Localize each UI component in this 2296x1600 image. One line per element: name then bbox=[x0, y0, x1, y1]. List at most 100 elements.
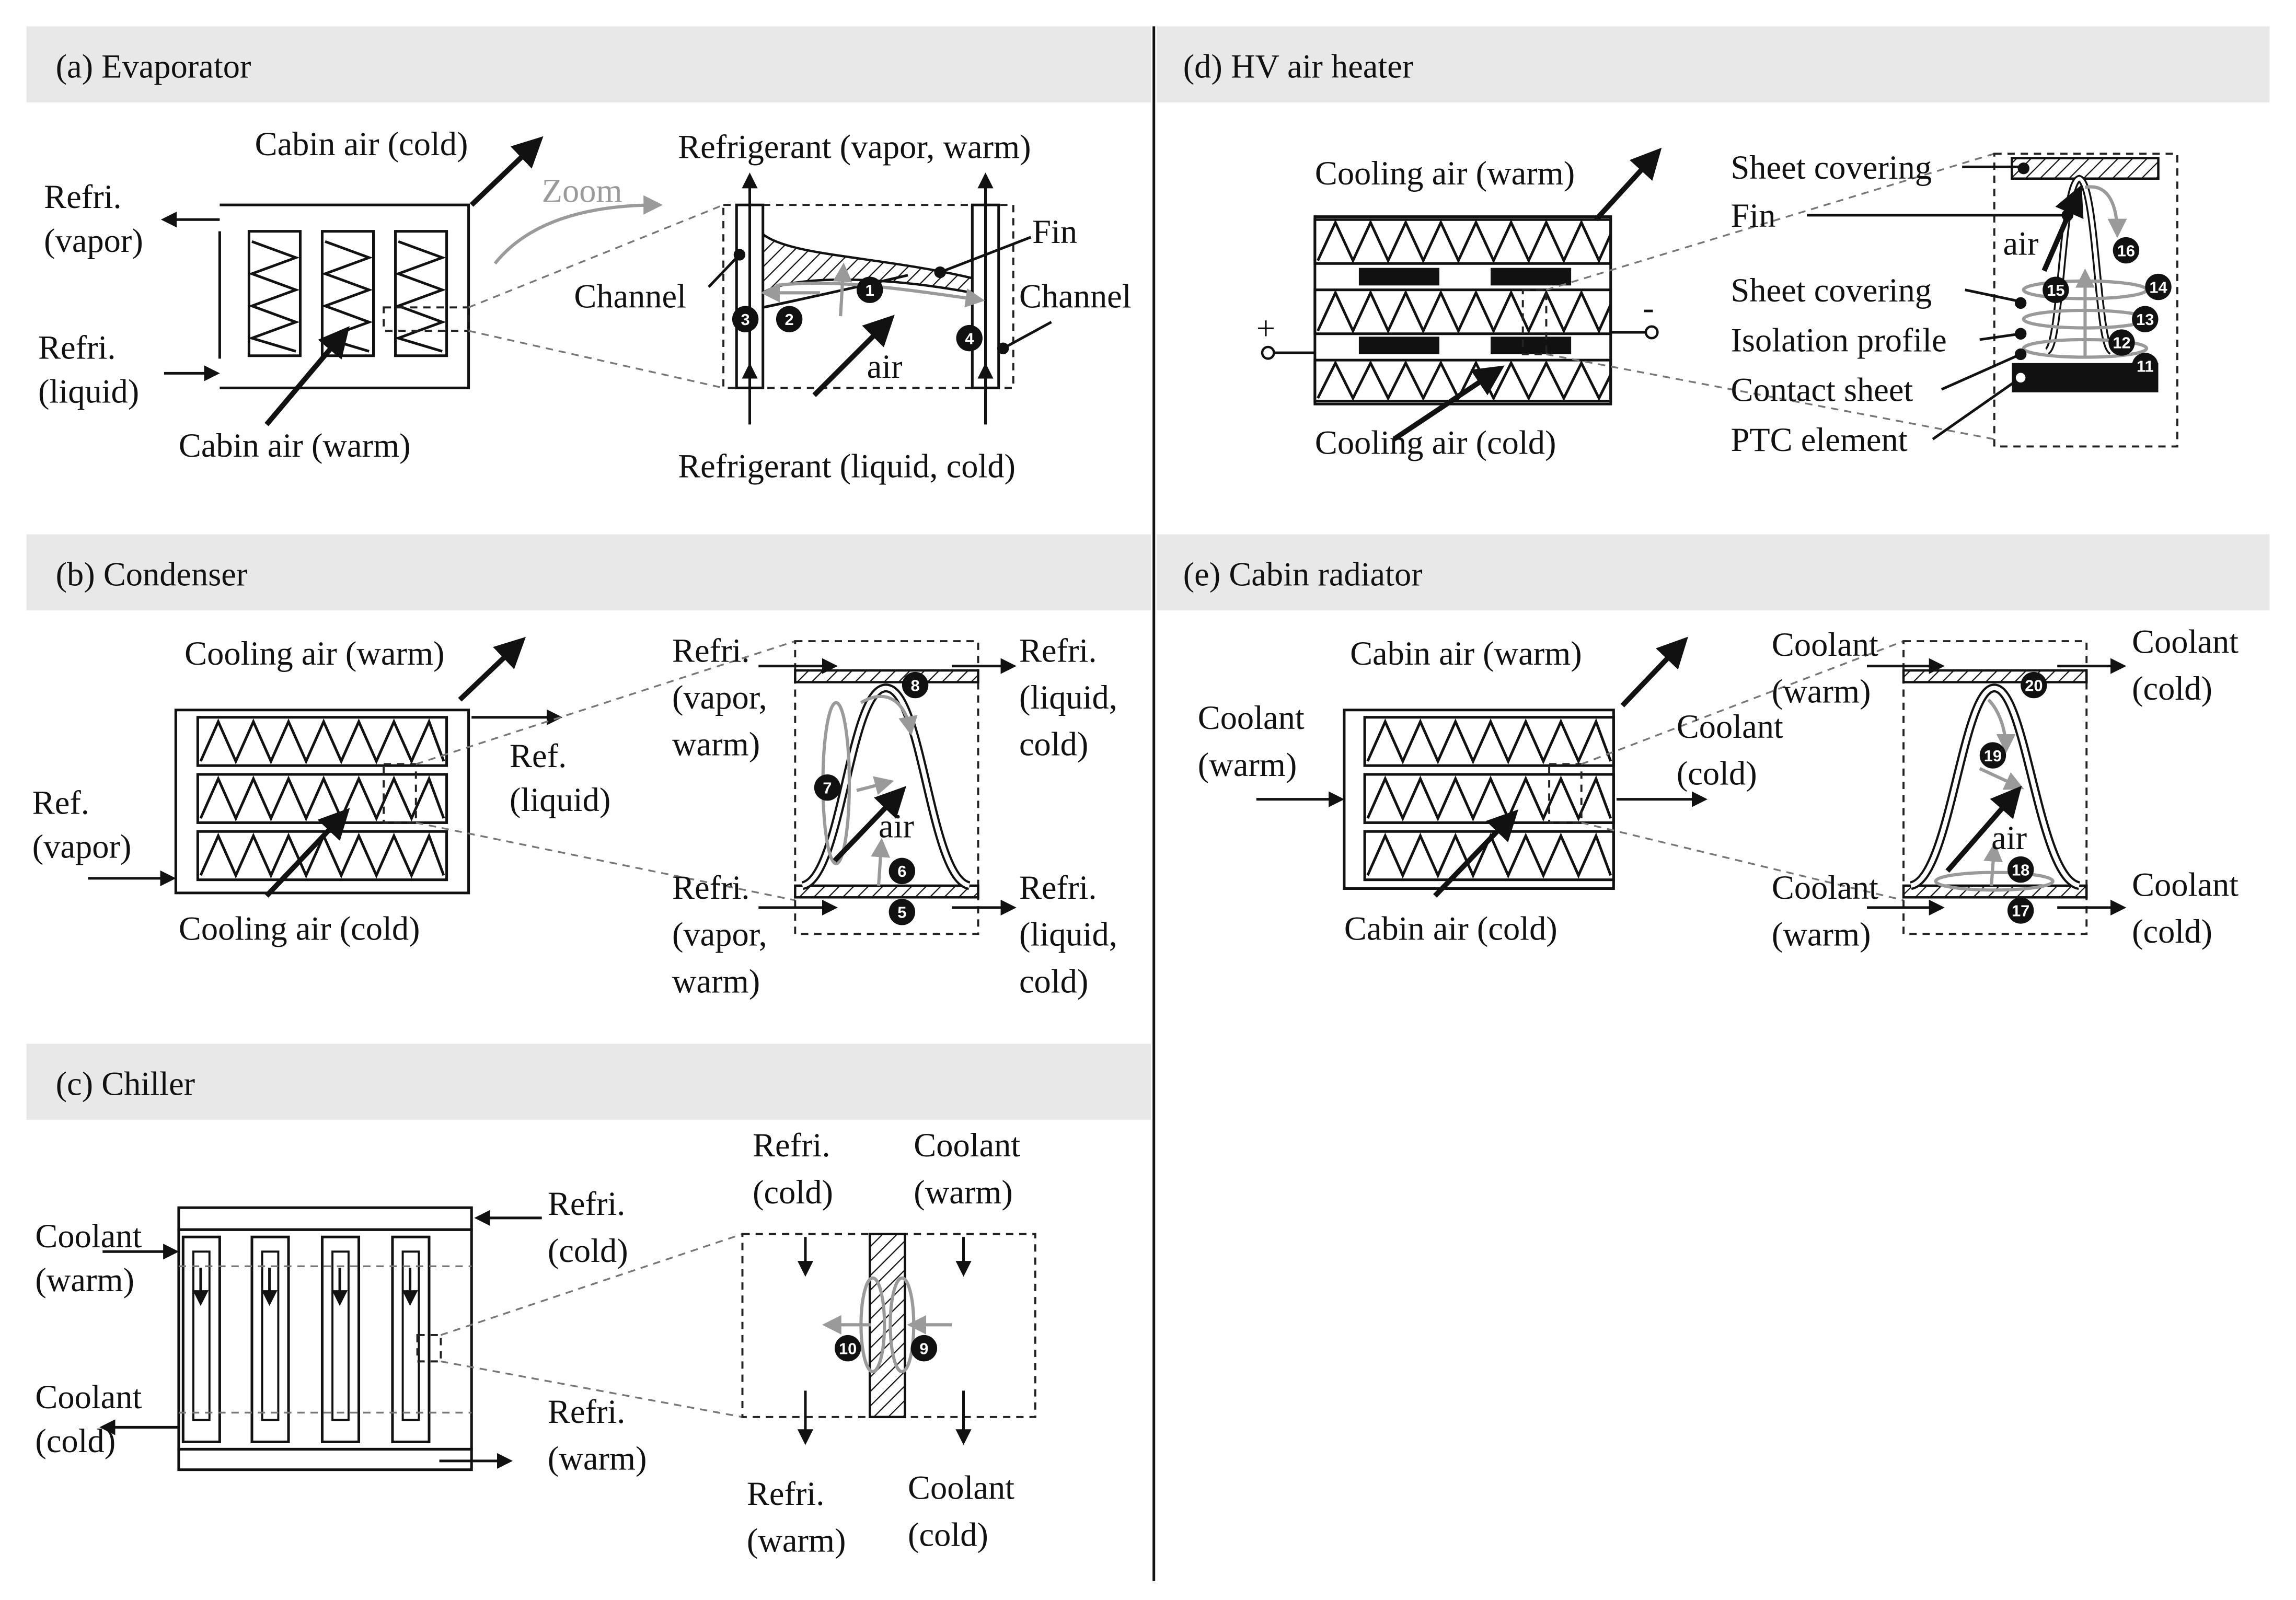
cooling-air-warm-label: Cooling air (warm) bbox=[184, 635, 444, 672]
rad-in-top-1: Coolant bbox=[1772, 626, 1878, 663]
marker-14: 14 bbox=[2145, 273, 2172, 300]
radiator-housing bbox=[1343, 709, 1615, 890]
condenser-zoom-detail bbox=[794, 640, 979, 935]
cond-out-top-2: (liquid, bbox=[1019, 679, 1117, 716]
z-coolant-cold-1: Coolant bbox=[908, 1469, 1014, 1506]
svg-text:13: 13 bbox=[2136, 310, 2154, 329]
marker-8: 8 bbox=[902, 671, 929, 699]
cond-in-top-1: Refri. bbox=[672, 632, 749, 669]
radiator-cabin-warm-arrow bbox=[1620, 636, 1688, 708]
condenser-zoom-box bbox=[383, 763, 417, 824]
chiller-plate-2 bbox=[250, 1235, 290, 1443]
radiator-cabin-cold-label: Cabin air (cold) bbox=[1344, 910, 1557, 947]
heater-cool-warm-label: Cooling air (warm) bbox=[1315, 155, 1575, 192]
radiator-coolant-cold-2: (cold) bbox=[1677, 755, 1757, 792]
svg-text:14: 14 bbox=[2149, 278, 2167, 296]
marker-15: 15 bbox=[2043, 276, 2069, 303]
channel-right-label: Channel bbox=[1019, 277, 1132, 315]
rad-in-bot-1: Coolant bbox=[1772, 869, 1878, 906]
cabin-radiator-panel: Cabin air (warm) Cabin air (cold) Coolan… bbox=[1198, 623, 2239, 953]
title-hv-air-heater: (d) HV air heater bbox=[1183, 48, 1414, 85]
z-refri-warm-1: Refri. bbox=[747, 1475, 824, 1512]
rad-air-arrow bbox=[1945, 785, 2022, 873]
evaporator-zoom-detail bbox=[722, 204, 1014, 389]
marker-16: 16 bbox=[2113, 237, 2140, 264]
svg-text:20: 20 bbox=[2025, 676, 2043, 694]
minus-sign: - bbox=[1643, 289, 1654, 327]
evaporator-zoom-box bbox=[383, 306, 470, 332]
radiator-coolant-cold-1: Coolant bbox=[1677, 708, 1783, 745]
cond-in-bot-2: (vapor, bbox=[672, 916, 767, 953]
svg-text:19: 19 bbox=[1984, 747, 2002, 765]
header-band-b bbox=[26, 534, 1151, 611]
chiller-refri-cold-2: (cold) bbox=[548, 1232, 628, 1269]
title-condenser: (b) Condenser bbox=[56, 556, 248, 593]
title-evaporator: (a) Evaporator bbox=[56, 48, 251, 85]
evaporator-core-3 bbox=[394, 230, 448, 357]
heater-air-arrow bbox=[2041, 184, 2084, 272]
svg-text:17: 17 bbox=[2012, 902, 2029, 920]
chiller-plate-4 bbox=[391, 1235, 431, 1443]
marker-1: 1 bbox=[857, 276, 883, 303]
svg-text:3: 3 bbox=[741, 310, 750, 329]
cabin-air-cold-arrow bbox=[469, 136, 544, 207]
svg-text:15: 15 bbox=[2047, 281, 2064, 299]
svg-text:10: 10 bbox=[839, 1339, 857, 1358]
minus-terminal bbox=[1644, 325, 1659, 340]
fin-label-d: Fin bbox=[1730, 197, 1775, 234]
sheet-covering-label-1: Sheet covering bbox=[1730, 149, 1932, 186]
svg-text:16: 16 bbox=[2117, 241, 2135, 260]
condenser-core-1 bbox=[196, 716, 448, 767]
heater-cool-cold-label: Cooling air (cold) bbox=[1315, 424, 1556, 461]
svg-text:8: 8 bbox=[910, 676, 919, 694]
cabin-air-cold-label: Cabin air (cold) bbox=[255, 125, 468, 163]
chiller-wall bbox=[868, 1233, 906, 1419]
radiator-zoom-box bbox=[1548, 763, 1583, 824]
cond-out-bot-3: cold) bbox=[1019, 963, 1088, 1000]
z-refri-cold-2: (cold) bbox=[753, 1174, 833, 1211]
z-coolant-warm-2: (warm) bbox=[914, 1174, 1013, 1211]
radiator-cabin-cold-arrow bbox=[1433, 809, 1519, 898]
evaporator-panel: Zoom Refri. (vapor) Refri. (liquid) Cabi… bbox=[38, 125, 1132, 484]
cooling-air-cold-arrow bbox=[264, 808, 350, 898]
radiator-zoom-detail bbox=[1902, 640, 2088, 935]
rad-air-label: air bbox=[1991, 819, 2027, 856]
marker-19: 19 bbox=[1979, 742, 2006, 769]
radiator-coolant-warm-2: (warm) bbox=[1198, 746, 1297, 783]
chiller-zoom-box bbox=[416, 1334, 442, 1363]
header-band-c bbox=[26, 1044, 1151, 1120]
sheet-covering-label-2: Sheet covering bbox=[1730, 272, 1932, 309]
isolation-profile-label: Isolation profile bbox=[1730, 321, 1946, 358]
marker-13: 13 bbox=[2132, 306, 2159, 332]
heater-air-label: air bbox=[2003, 225, 2039, 262]
ptc-block-3 bbox=[1358, 337, 1439, 354]
fin-label: Fin bbox=[1032, 213, 1077, 250]
marker-3: 3 bbox=[732, 306, 759, 332]
marker-18: 18 bbox=[2007, 856, 2034, 883]
marker-9: 9 bbox=[910, 1335, 938, 1362]
marker-7: 7 bbox=[814, 774, 841, 801]
cabin-air-warm-arrow bbox=[264, 326, 350, 426]
cooling-air-cold-label: Cooling air (cold) bbox=[179, 910, 420, 947]
refri-vapor-label-1: Refri. bbox=[44, 178, 121, 215]
svg-text:6: 6 bbox=[897, 862, 906, 880]
svg-text:11: 11 bbox=[2137, 357, 2154, 376]
refri-liquid-label-2: (liquid) bbox=[38, 373, 139, 410]
ptc-block-4 bbox=[1491, 337, 1572, 354]
condenser-housing bbox=[174, 709, 470, 895]
svg-text:2: 2 bbox=[785, 310, 794, 329]
marker-11: 11 bbox=[2132, 353, 2159, 379]
svg-text:7: 7 bbox=[823, 779, 832, 797]
marker-12: 12 bbox=[2108, 329, 2135, 356]
svg-text:5: 5 bbox=[897, 903, 906, 922]
header-band-d bbox=[1157, 26, 2270, 103]
radiator-coolant-warm-1: Coolant bbox=[1198, 699, 1305, 736]
ref-liquid-label-1: Ref. bbox=[510, 737, 567, 774]
chiller-plate-3 bbox=[320, 1235, 361, 1443]
z-coolant-warm-1: Coolant bbox=[914, 1127, 1020, 1164]
radiator-cabin-warm-label: Cabin air (warm) bbox=[1350, 635, 1582, 672]
radiator-core-1 bbox=[1363, 716, 1615, 767]
marker-10: 10 bbox=[834, 1335, 861, 1362]
